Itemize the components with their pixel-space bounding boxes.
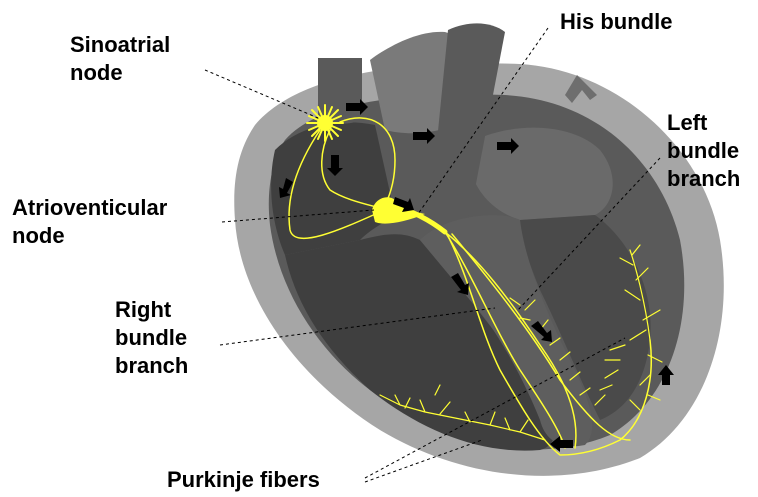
label-av-line1: Atrioventicular — [12, 195, 168, 220]
label-purkinje: Purkinje fibers — [167, 467, 320, 492]
label-sinoatrial-line1: Sinoatrial — [70, 32, 170, 57]
label-left-line1: Left — [667, 110, 708, 135]
sa-node-star — [307, 105, 343, 141]
label-left-line3: branch — [667, 166, 740, 191]
label-right-line1: Right — [115, 297, 172, 322]
label-sinoatrial-line2: node — [70, 60, 123, 85]
label-right-line3: branch — [115, 353, 188, 378]
label-left-line2: bundle — [667, 138, 739, 163]
label-right-line2: bundle — [115, 325, 187, 350]
label-av-line2: node — [12, 223, 65, 248]
label-his-bundle: His bundle — [560, 9, 672, 34]
